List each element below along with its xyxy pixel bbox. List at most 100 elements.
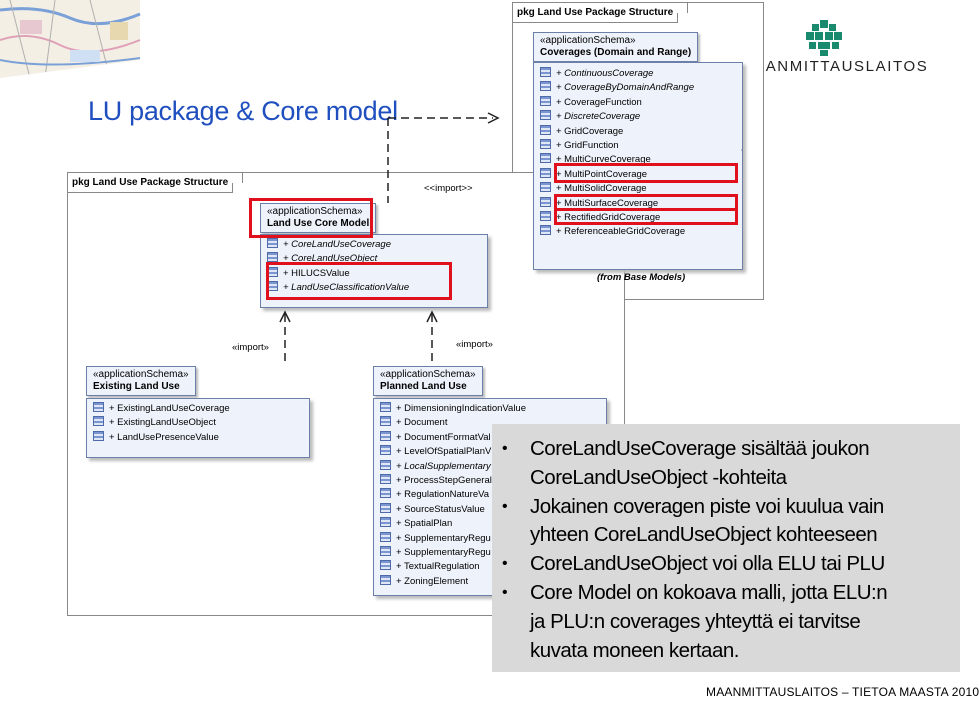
page-title: LU package & Core model — [88, 96, 398, 126]
class-icon — [93, 402, 104, 412]
bullet-text: CoreLandUseObject voi olla ELU tai PLU — [530, 552, 885, 576]
class-item[interactable]: + MultiCurveCoverage — [540, 153, 651, 166]
class-item-label: + DocumentFormatVal — [396, 431, 491, 443]
class-item-label: + CoverageByDomainAndRange — [556, 82, 695, 94]
bullet-text: CoreLandUseCoverage sisältää joukon — [530, 437, 870, 460]
leaf-circle-icon — [806, 20, 842, 56]
class-item[interactable]: + LevelOfSpatialPlanV — [380, 445, 491, 458]
class-item[interactable]: + DocumentFormatVal — [380, 430, 491, 444]
class-icon — [540, 124, 551, 135]
coverages-stereotype: «applicationSchema» — [540, 35, 636, 46]
class-icon — [540, 182, 551, 193]
class-item-label: + HILUCSValue — [283, 267, 350, 279]
class-icon — [380, 531, 391, 542]
class-item[interactable]: + RegulationNatureVa — [380, 488, 489, 501]
main-frame-label: pkg Land Use Package Structure — [68, 173, 244, 193]
planned-stereotype: «applicationSchema» — [380, 369, 476, 380]
coverages-name: Coverages (Domain and Range) — [540, 47, 692, 58]
bullet-text: Jokainen coveragen piste voi kuulua vain — [530, 494, 884, 518]
bullet-text: CoreLandUseObject -kohteita — [530, 465, 787, 489]
class-item[interactable]: + CoreLandUseCoverage — [267, 238, 391, 251]
class-item[interactable]: + DimensioningIndicationValue — [380, 402, 526, 415]
class-icon — [93, 430, 104, 441]
coverages-package-body[interactable]: + ContinuousCoverage + CoverageByDomainAn… — [533, 62, 743, 270]
planned-name: Planned Land Use — [380, 381, 467, 392]
class-item[interactable]: + ExistingLandUseObject — [93, 416, 216, 429]
existing-package-body[interactable]: + ExistingLandUseCoverage + ExistingLandU… — [86, 398, 310, 458]
class-item[interactable]: + ReferenceableGridCoverage — [540, 225, 685, 238]
core-package-header[interactable]: «applicationSchema» Land Use Core Model — [260, 203, 377, 233]
class-item-label: + MultiSurfaceCoverage — [556, 197, 659, 209]
class-item-label: + Document — [396, 417, 448, 429]
class-item-label: + LevelOfSpatialPlanV — [396, 446, 492, 458]
class-icon — [540, 81, 551, 92]
class-item-label: + DimensioningIndicationValue — [396, 403, 527, 414]
bullet-dot-icon: • — [502, 497, 508, 515]
map-fragment — [0, 0, 141, 79]
class-icon — [380, 488, 391, 499]
class-item-label: + ZoningElement — [396, 575, 469, 587]
class-icon — [380, 402, 391, 412]
bullet-text: Core Model on kokoava malli, jotta ELU:n — [530, 581, 888, 604]
class-item-label: + MultiPointCoverage — [556, 168, 648, 180]
class-item[interactable]: + SupplementaryRegu — [380, 531, 491, 545]
class-item[interactable]: + ExistingLandUseCoverage — [93, 402, 230, 415]
class-item[interactable]: + DiscreteCoverage — [540, 110, 640, 123]
class-item[interactable]: + GridCoverage — [540, 124, 623, 138]
class-icon — [93, 416, 104, 427]
class-item[interactable]: + SupplementaryRegu — [380, 546, 491, 559]
class-icon — [380, 502, 391, 513]
class-icon — [540, 139, 551, 149]
class-icon — [380, 445, 391, 456]
class-item[interactable]: + TextualRegulation — [380, 560, 480, 573]
class-item-label: + CoreLandUseObject — [283, 253, 378, 265]
class-item[interactable]: + MultiSolidCoverage — [540, 182, 647, 195]
class-icon — [540, 153, 551, 164]
class-icon — [267, 238, 278, 248]
bullet-text: kuvata moneen kertaan. — [530, 638, 739, 662]
bullet-text: ja PLU:n coverages yhteyttä ei tarvitse — [530, 609, 861, 633]
class-item-label: + SupplementaryRegu — [396, 532, 491, 544]
footer-text: MAANMITTAUSLAITOS – TIETOA MAASTA 2010 — [706, 685, 979, 699]
class-item[interactable]: + SourceStatusValue — [380, 502, 485, 516]
existing-package-header[interactable]: «applicationSchema» Existing Land Use — [86, 366, 196, 396]
class-item[interactable]: + Document — [380, 416, 448, 429]
class-item-label: + ContinuousCoverage — [556, 68, 654, 79]
class-item[interactable]: + ZoningElement — [380, 574, 469, 588]
class-icon — [380, 560, 391, 571]
class-item-label: + ProcessStepGeneralV — [396, 475, 499, 486]
class-item-label: + LandUsePresenceValue — [109, 431, 219, 443]
core-stereotype: «applicationSchema» — [267, 206, 363, 217]
class-item[interactable]: + MultiPointCoverage — [540, 167, 648, 181]
class-item-label: + ExistingLandUseCoverage — [109, 403, 230, 414]
class-item[interactable]: + CoverageFunction — [540, 95, 642, 109]
class-item[interactable]: + CoreLandUseObject — [267, 252, 377, 265]
class-icon — [540, 95, 551, 106]
class-icon — [380, 459, 391, 470]
class-item[interactable]: + ProcessStepGeneralV — [380, 474, 498, 487]
class-icon — [540, 110, 551, 121]
class-item[interactable]: + ContinuousCoverage — [540, 67, 653, 80]
logo-text: MAANMITTAUSLAITOS — [740, 58, 929, 75]
class-item[interactable]: + LocalSupplementary — [380, 459, 491, 473]
highlight-core-values — [266, 262, 452, 300]
bullet-dot-icon: • — [502, 555, 508, 573]
class-item[interactable]: + SpatialPlan — [380, 517, 452, 530]
class-item[interactable]: + LandUsePresenceValue — [93, 430, 219, 444]
class-item-label: + SpatialPlan — [396, 518, 453, 530]
class-item[interactable]: + CoverageByDomainAndRange — [540, 81, 694, 94]
import-label-top: <<import>> — [424, 183, 473, 194]
coverages-package-header[interactable]: «applicationSchema» Coverages (Domain an… — [533, 32, 699, 62]
class-item-label: + RectifiedGridCoverage — [556, 212, 661, 223]
class-icon — [540, 167, 551, 178]
class-icon — [380, 517, 391, 528]
class-icon — [540, 67, 551, 77]
class-icon — [540, 196, 551, 207]
class-item[interactable]: + RectifiedGridCoverage — [540, 211, 660, 224]
planned-package-header[interactable]: «applicationSchema» Planned Land Use — [373, 366, 483, 396]
highlight-core-model-header — [249, 198, 373, 238]
class-item[interactable]: + MultiSurfaceCoverage — [540, 196, 659, 210]
class-item[interactable]: + GridFunction — [540, 139, 619, 152]
import-label-right: «import» — [456, 339, 493, 350]
class-item-label: + CoreLandUseCoverage — [283, 239, 391, 250]
